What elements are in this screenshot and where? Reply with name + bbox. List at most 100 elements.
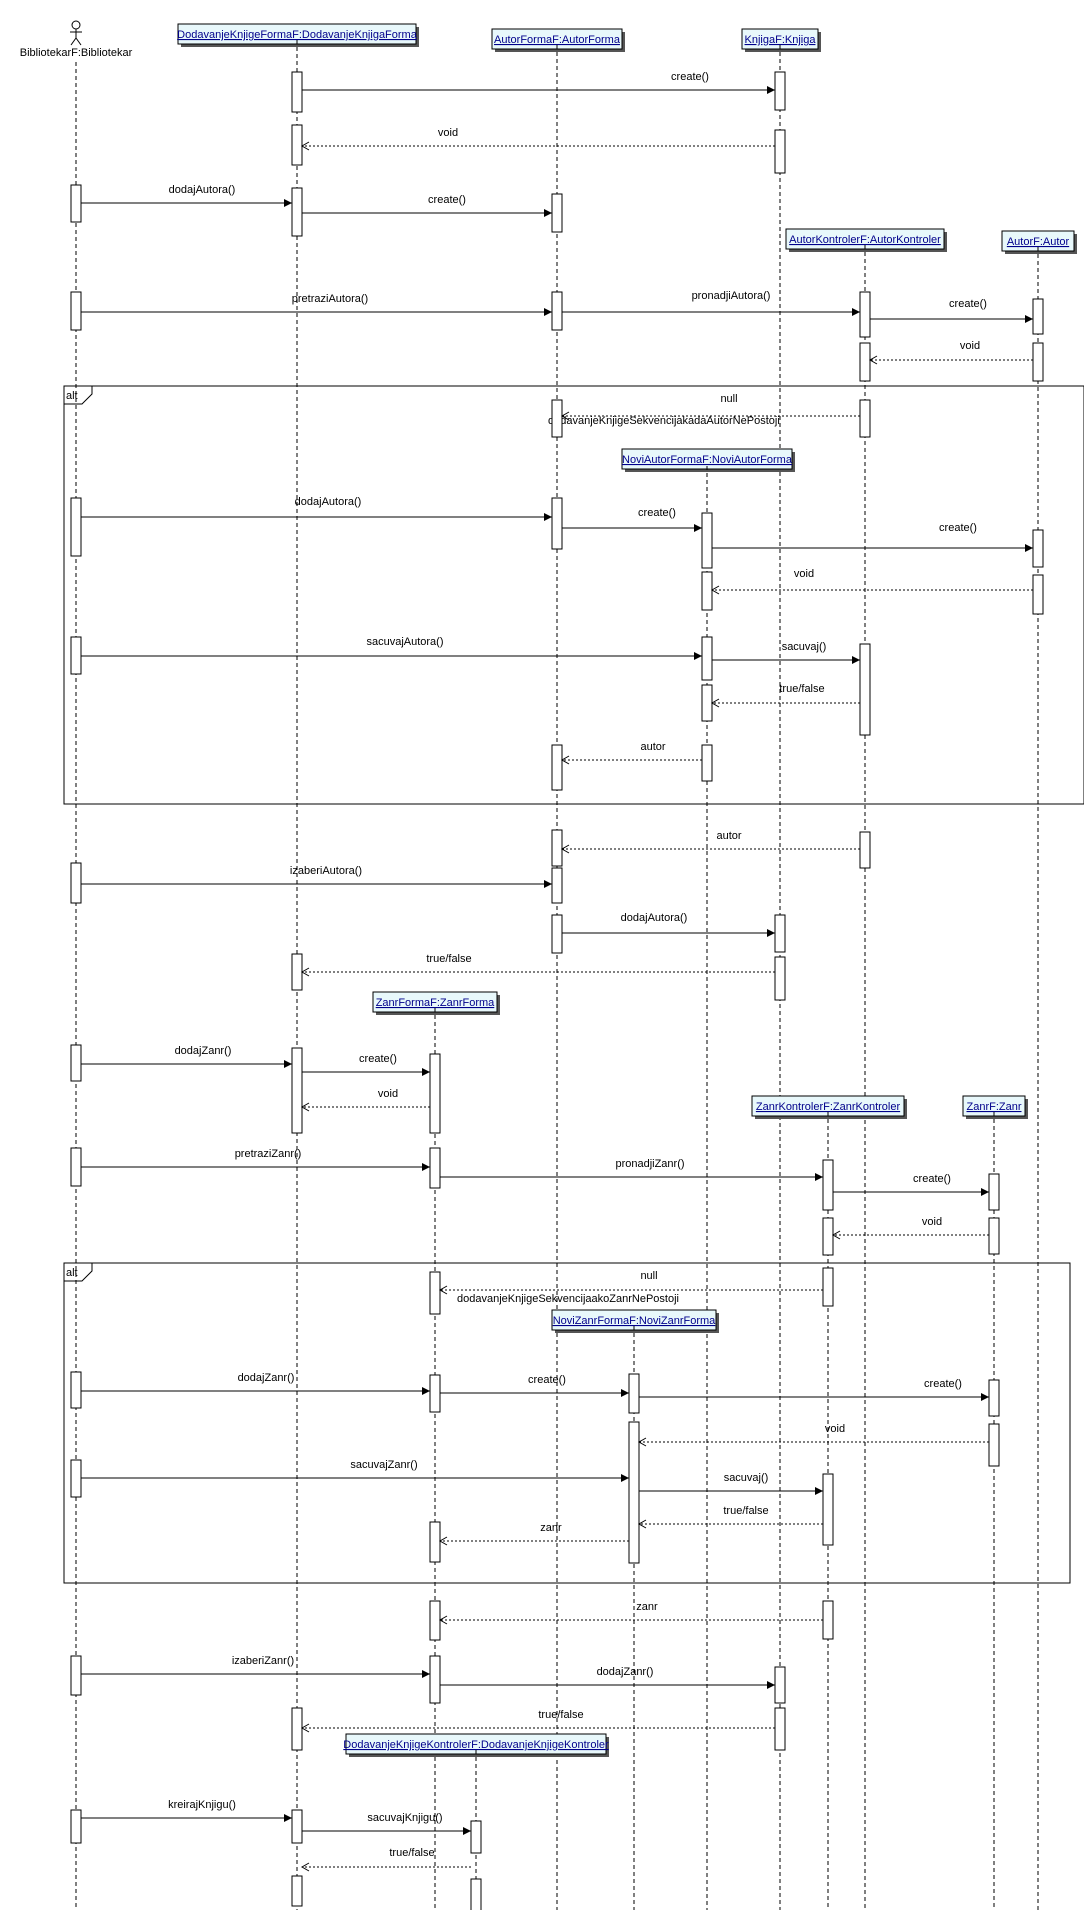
activation-bar <box>291 187 303 237</box>
activation-bar <box>774 71 786 111</box>
activation-bar <box>859 831 871 869</box>
activation-bar <box>1032 574 1044 615</box>
activation-bar <box>1032 298 1044 335</box>
activation-bar <box>470 1820 482 1854</box>
message-label: create() <box>359 1053 397 1065</box>
activation-bar <box>429 1600 441 1641</box>
return-arrowhead <box>560 755 570 765</box>
actor-head <box>71 20 81 30</box>
message-arrowhead <box>767 1681 775 1689</box>
message-label: true/false <box>538 1709 583 1721</box>
message-arrowhead <box>767 86 775 94</box>
activation-bar <box>551 867 563 904</box>
activation-bar <box>822 1159 834 1211</box>
message-arrowhead <box>694 524 702 532</box>
activation-bar <box>551 291 563 331</box>
activation-bar <box>1032 342 1044 382</box>
message-label: create() <box>924 1378 962 1390</box>
message-arrowhead <box>981 1188 989 1196</box>
message-label: create() <box>671 71 709 83</box>
return-arrowhead <box>438 1536 448 1546</box>
message-arrowhead <box>284 1060 292 1068</box>
return-arrowhead <box>300 141 310 151</box>
activation-bar <box>70 862 82 904</box>
activation-bar <box>429 1271 441 1315</box>
alt-frame-tab <box>64 386 93 405</box>
activation-bar <box>70 636 82 675</box>
alt-frame-tag: alt <box>66 390 78 402</box>
activation-bar <box>70 1459 82 1498</box>
message-arrowhead <box>852 308 860 316</box>
message-arrowhead <box>1025 315 1033 323</box>
message-label: pronadjiZanr() <box>615 1158 684 1170</box>
activation-bar <box>551 497 563 550</box>
object-label-naf: NoviAutorFormaF:NoviAutorForma <box>622 454 793 466</box>
activation-bar <box>774 1666 786 1704</box>
return-arrowhead <box>300 1862 310 1872</box>
message-label: void <box>794 568 814 580</box>
activation-bar <box>628 1421 640 1564</box>
message-label: pronadjiAutora() <box>692 290 771 302</box>
message-label: void <box>825 1423 845 1435</box>
message-label: zanr <box>540 1522 562 1534</box>
activation-bar <box>291 1809 303 1844</box>
object-label-ak: AutorKontrolerF:AutorKontroler <box>789 234 941 246</box>
message-label: create() <box>939 522 977 534</box>
activation-bar <box>70 184 82 223</box>
message-label: pretraziAutora() <box>292 293 368 305</box>
message-arrowhead <box>463 1827 471 1835</box>
activation-bar <box>822 1473 834 1546</box>
message-label: true/false <box>389 1847 434 1859</box>
message-arrowhead <box>422 1068 430 1076</box>
message-arrowhead <box>544 513 552 521</box>
return-arrowhead <box>868 355 878 365</box>
activation-bar <box>1032 529 1044 568</box>
message-label: sacuvajZanr() <box>350 1459 417 1471</box>
activation-bar <box>291 1047 303 1134</box>
message-label: create() <box>949 298 987 310</box>
activation-bar <box>551 193 563 233</box>
actor-leg-right <box>75 37 82 46</box>
message-label: izaberiAutora() <box>290 865 362 877</box>
message-label: null <box>640 1270 657 1282</box>
message-label: autor <box>716 830 741 842</box>
alt-frame-guard: dodavanjeKnjigeSekvencijakadaAutorNePost… <box>548 415 780 427</box>
message-label: true/false <box>426 953 471 965</box>
message-arrowhead <box>544 209 552 217</box>
message-arrowhead <box>694 652 702 660</box>
alt-frame-tab <box>64 1263 93 1282</box>
message-label: dodajZanr() <box>175 1045 232 1057</box>
message-arrowhead <box>284 1814 292 1822</box>
activation-bar <box>988 1423 1000 1467</box>
actor-label: BibliotekarF:Bibliotekar <box>20 47 133 59</box>
message-label: dodajAutora() <box>295 496 362 508</box>
activation-bar <box>551 399 563 438</box>
message-arrowhead <box>981 1393 989 1401</box>
activation-bar <box>988 1217 1000 1255</box>
object-label-zf: ZanrFormaF:ZanrForma <box>376 997 495 1009</box>
return-arrowhead <box>300 967 310 977</box>
activation-bar <box>429 1374 441 1413</box>
activation-bar <box>701 571 713 611</box>
message-label: void <box>438 127 458 139</box>
message-label: create() <box>428 194 466 206</box>
activation-bar <box>551 744 563 791</box>
message-label: sacuvaj() <box>724 1472 769 1484</box>
return-arrowhead <box>300 1102 310 1112</box>
activation-bar <box>859 342 871 382</box>
message-arrowhead <box>815 1487 823 1495</box>
message-arrowhead <box>284 199 292 207</box>
return-arrowhead <box>637 1519 647 1529</box>
activation-bar <box>70 291 82 331</box>
message-arrowhead <box>621 1474 629 1482</box>
message-label: sacuvajKnjigu() <box>367 1812 442 1824</box>
return-arrowhead <box>831 1230 841 1240</box>
activation-bar <box>70 1809 82 1844</box>
activation-bar <box>291 124 303 166</box>
activation-bar <box>988 1379 1000 1417</box>
activation-bar <box>822 1217 834 1256</box>
message-arrowhead <box>422 1387 430 1395</box>
activation-bar <box>70 1655 82 1696</box>
message-label: true/false <box>723 1505 768 1517</box>
